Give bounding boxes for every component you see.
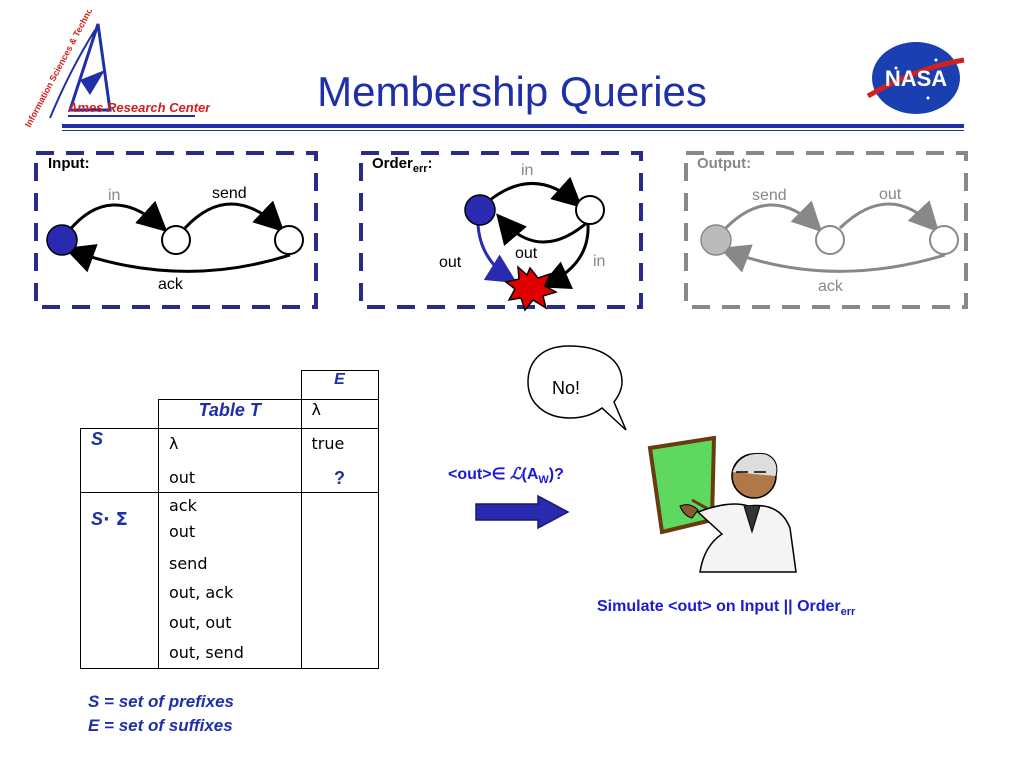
table-ssigma-row: out, send xyxy=(169,643,244,662)
nasa-logo-text: NASA xyxy=(885,66,947,91)
output-edge-send xyxy=(720,200,823,234)
table-ssigma-prefixes: ack out send out, ack out, out out, send xyxy=(158,492,302,669)
membership-query: <out>∈ ℒ(AW)? xyxy=(448,464,564,487)
order-edge-in-right-label: in xyxy=(593,253,606,270)
table-s-prefixes: λ out xyxy=(158,428,302,493)
input-edge-ack-label: ack xyxy=(158,276,183,293)
table-ssigma-row: out, out xyxy=(169,613,232,632)
input-edge-in xyxy=(66,200,168,233)
order-diagram xyxy=(359,151,643,312)
table-s-values: true ? xyxy=(300,428,379,493)
table-s-row-lambda: λ xyxy=(169,434,179,453)
table-ssigma-row: ack xyxy=(169,496,197,515)
order-edge-out-left-label: out xyxy=(439,254,462,271)
ames-logo: Information Sciences & Technology Ames R… xyxy=(23,10,210,129)
order-state-initial xyxy=(464,194,496,226)
input-diagram xyxy=(34,151,318,309)
nasa-logo: NASA xyxy=(866,42,965,114)
order-edge-out-mid-label: out xyxy=(515,245,538,262)
input-edge-ack xyxy=(64,244,291,273)
table-ssigma-label: S· Σ xyxy=(80,492,159,669)
table-ssigma-row: send xyxy=(169,554,208,573)
output-edge-out-label: out xyxy=(879,186,902,203)
output-state-1 xyxy=(815,225,845,255)
order-edge-in-top-label: in xyxy=(521,162,534,179)
order-edge-in-top xyxy=(489,176,583,209)
output-diagram xyxy=(684,151,968,309)
title-underline-thin xyxy=(62,130,964,131)
definition-e: E = set of suffixes xyxy=(88,716,233,735)
presenter-illustration xyxy=(647,436,797,573)
table-s-row-out: out xyxy=(169,468,196,487)
table-ssigma-row: out xyxy=(169,522,196,541)
definition-s: S = set of prefixes xyxy=(88,692,234,711)
output-state-2 xyxy=(929,225,959,255)
svg-text:Ames Research Center: Ames Research Center xyxy=(67,100,210,115)
automata-diagrams xyxy=(34,151,968,312)
arrow-right-icon xyxy=(475,494,570,530)
order-edge-out-mid xyxy=(496,213,592,246)
table-title: Table T xyxy=(158,399,302,429)
input-edge-send xyxy=(183,200,285,233)
output-edge-ack xyxy=(719,244,946,273)
order-edge-in-right xyxy=(539,223,590,289)
output-edge-out xyxy=(838,200,940,233)
input-frame xyxy=(34,151,318,309)
definitions: S = set of prefixes E = set of suffixes xyxy=(88,690,234,738)
output-edge-ack-label: ack xyxy=(818,278,843,295)
speech-bubble-text: No! xyxy=(552,378,581,398)
table-e-header: E xyxy=(300,370,379,400)
order-edge-out-left xyxy=(476,223,518,284)
order-label: Ordererr: xyxy=(372,155,433,175)
table-e-lambda: λ xyxy=(300,399,379,429)
output-edge-send-label: send xyxy=(752,187,787,204)
order-state-error xyxy=(504,265,558,312)
input-state-1 xyxy=(161,225,191,255)
input-state-initial xyxy=(46,224,78,256)
order-frame xyxy=(359,151,643,309)
table-ssigma-values xyxy=(300,492,379,669)
table-s-value-lambda: true xyxy=(311,434,345,453)
input-state-2 xyxy=(274,225,304,255)
observation-table: E Table T λ S λ out true ? S· Σ ack out … xyxy=(80,370,379,669)
input-edge-in-label: in xyxy=(108,187,121,204)
output-label: Output: xyxy=(697,155,752,172)
table-ssigma-row: out, ack xyxy=(169,583,234,602)
input-label: Input: xyxy=(48,155,90,172)
page-title: Membership Queries xyxy=(317,68,707,115)
table-s-value-out: ? xyxy=(334,468,345,488)
simulate-caption: Simulate <out> on Input || Ordererr xyxy=(597,598,856,619)
title-underline xyxy=(62,124,964,128)
table-s-label: S xyxy=(80,428,159,493)
output-state-initial xyxy=(700,224,732,256)
order-state-1 xyxy=(575,195,605,225)
input-edge-send-label: send xyxy=(212,185,247,202)
speech-bubble xyxy=(527,345,627,431)
output-frame xyxy=(684,151,968,309)
